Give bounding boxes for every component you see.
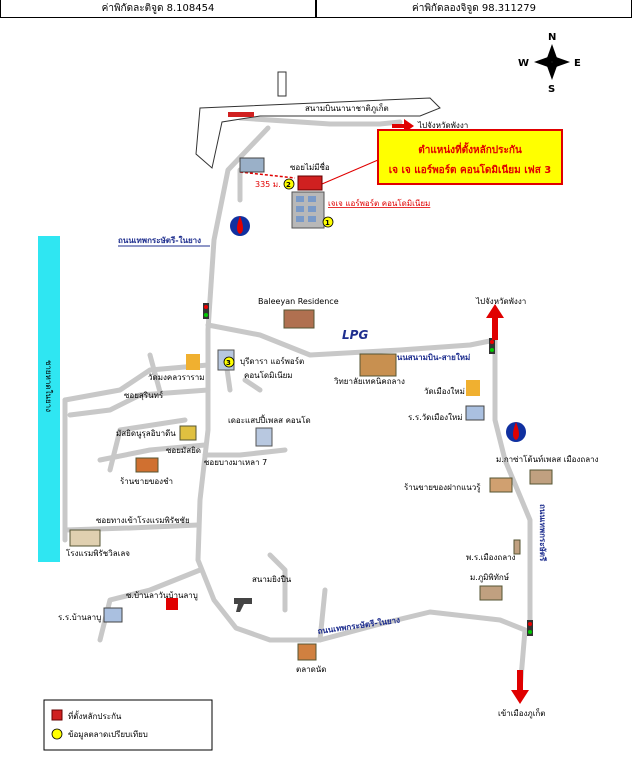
temple-icon xyxy=(466,380,480,396)
airport-tower xyxy=(277,71,287,97)
shop-icon xyxy=(135,457,159,473)
wat-mueang-mai-label: วัดเมืองใหม่ xyxy=(424,387,465,396)
ror-ban-lu-label: ร.ร.บ้านลาบู xyxy=(58,613,101,623)
marker-1-icon xyxy=(322,216,334,228)
svg-text:S: S xyxy=(548,84,555,95)
compass-rose-icon: N S W E xyxy=(518,32,581,95)
mosque-icon xyxy=(179,425,197,441)
mosque-label: มัสยิดนูรุลอิบาดีน xyxy=(116,429,176,439)
villa-label: ม.กาซ่าโต้นท์เพลส เมืองถลาง xyxy=(496,454,599,464)
shop-icon xyxy=(489,477,513,493)
soi-suriya-label: ซอยสุรินทร์ xyxy=(124,390,164,400)
hotel-label: โรงแรมพิรัชวิลเลจ xyxy=(66,548,130,558)
legend-item1: ที่ตั้งหลักประกัน xyxy=(68,710,122,721)
callout-line1: ตำแหน่งที่ตั้งหลักประกัน xyxy=(418,142,522,156)
svg-text:1: 1 xyxy=(325,219,330,227)
soi-hotel-label: ซอยทางเข้าโรงแรมพิรัชชัย xyxy=(96,515,190,525)
temple-icon xyxy=(186,354,200,370)
sanambin-road-label: ถนนสนามบิน-สายใหม่ xyxy=(392,352,470,362)
soi-bang-mala-label: ซอยบางมาเหลา 7 xyxy=(204,458,267,467)
market-icon xyxy=(297,643,317,661)
svg-text:3: 3 xyxy=(226,359,231,367)
seven-eleven-icon xyxy=(166,598,178,610)
thepkrasattri-road-label: ถนนเทพกระษัตรี-ในยาง xyxy=(118,235,201,245)
gas-station-icon xyxy=(506,422,526,442)
to-phangnga-right-label: ไปจังหวัดพังงา xyxy=(475,297,526,306)
to-city-label: เข้าเมืองภูเก็ต xyxy=(498,708,545,719)
ror-wat-mueang-mai-label: ร.ร.วัดเมืองใหม่ xyxy=(408,413,463,422)
house-icon xyxy=(479,585,503,601)
building-icon xyxy=(239,157,265,173)
svg-text:E: E xyxy=(574,58,581,69)
traffic-light-icon xyxy=(527,620,533,636)
callout-pointer xyxy=(321,159,379,185)
distance-label: 335 ม. xyxy=(255,180,281,189)
subject-square-icon xyxy=(297,175,323,191)
traffic-light-icon xyxy=(203,303,209,319)
airport-building xyxy=(228,112,254,117)
shop-label: ร้านขายของชำ xyxy=(120,477,173,486)
legend-item2: ข้อมูลตลาดเปรียบเทียบ xyxy=(68,730,148,740)
marker-3-icon xyxy=(223,356,235,368)
police-label: พ.ร.เมืองถลาง xyxy=(466,553,516,562)
arrow-to-city-icon xyxy=(511,670,529,704)
subject-callout-box xyxy=(377,129,563,185)
svg-text:N: N xyxy=(548,32,556,43)
lpg-label: LPG xyxy=(342,328,368,342)
thepkrasattri-right-label: ถนนเทพกระษัตรี xyxy=(538,504,548,562)
sea-label: ชายหาดในยาง xyxy=(44,360,53,412)
gun-icon xyxy=(234,598,252,612)
market-label: ตลาดนัด xyxy=(296,665,326,674)
airport-outline xyxy=(195,97,441,169)
moo-ban-label: ม.ภูมิพิทักษ์ xyxy=(470,572,509,583)
school-icon xyxy=(465,405,485,421)
happy-place-label: เดอะแสปปี้เพลส คอนโด xyxy=(228,414,311,425)
gas-station-icon xyxy=(230,216,250,236)
latitude-label: ค่าพิกัดละติจูด 8.108454 xyxy=(0,0,316,18)
svg-text:2: 2 xyxy=(286,181,291,189)
college-label: วิทยาลัยเทคนิคถลาง xyxy=(333,377,404,386)
baleeyan-building-icon xyxy=(283,309,315,329)
soi-mai-mi-chue-label: ซอยไม่มีชื่อ xyxy=(290,161,330,172)
arrow-to-phangnga-right-icon xyxy=(486,304,504,340)
soi-bang-lu-label: ซ.บ้านลาวันบ้านลาบู xyxy=(126,591,198,601)
jj-condo-label: เจเจ แอร์พอร์ต คอนโดมิเนียม xyxy=(328,198,430,208)
legend-comparable-icon xyxy=(51,728,63,740)
svg-text:W: W xyxy=(518,58,529,69)
shop-right-label: ร้านขายของฝากแนวรู้ xyxy=(404,483,481,493)
buri-condo-label-1: บุรีดารา แอร์พอร์ต xyxy=(240,356,304,366)
legend-box xyxy=(43,699,213,751)
shooting-range-label: สนามยิงปืน xyxy=(252,575,292,584)
sea-strip xyxy=(38,236,60,562)
distance-line xyxy=(239,171,296,179)
thepkrasattri-bottom-label: ถนนเทพกระษัตรี-ในยาง xyxy=(317,615,401,636)
buri-condo-label-2: คอนโดมิเนียม xyxy=(244,370,293,380)
traffic-light-icon xyxy=(489,338,495,354)
house-icon xyxy=(529,469,553,485)
callout-line2: เจ เจ แอร์พอร์ต คอนโดมิเนียม เฟส 3 xyxy=(389,163,552,176)
hotel-icon xyxy=(69,529,101,547)
baleeyan-label: Baleeyan Residence xyxy=(258,297,339,306)
school-icon xyxy=(103,607,123,623)
airport-label: สนามบินนานาชาติภูเก็ต xyxy=(305,103,389,114)
college-building-icon xyxy=(359,353,397,377)
road-network xyxy=(62,115,533,693)
marker-2-icon xyxy=(283,178,295,190)
condo-icon xyxy=(255,427,273,447)
soi-mosque-label: ซอยมัสยิด xyxy=(166,446,201,455)
wat-manee-label: วัดมงคลวราราม xyxy=(148,373,204,382)
legend-subject-icon xyxy=(51,709,63,721)
police-icon xyxy=(513,539,521,555)
to-phangnga-top-label: ไปจังหวัดพังงา xyxy=(417,121,468,130)
